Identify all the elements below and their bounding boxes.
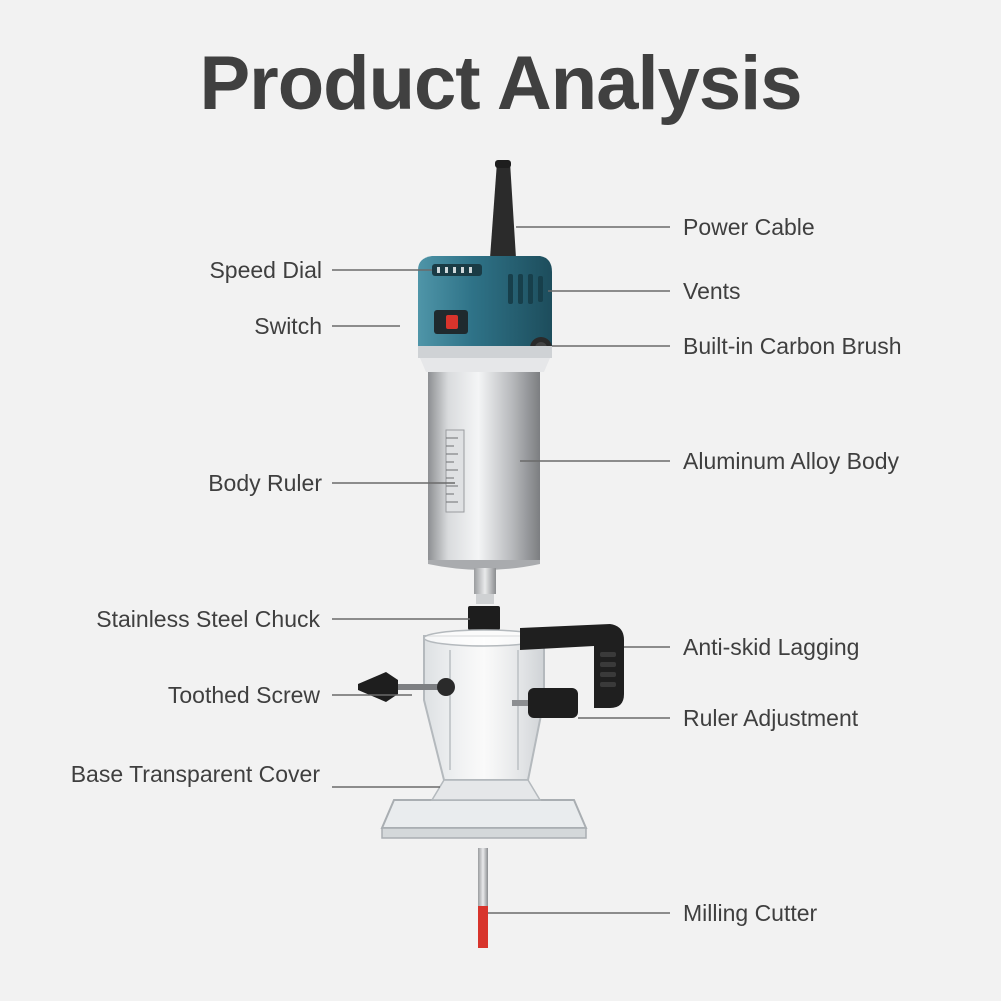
label-aluminum-alloy-body: Aluminum Alloy Body	[683, 448, 900, 474]
page-title: Product Analysis	[199, 41, 802, 126]
label-toothed-screw: Toothed Screw	[167, 682, 320, 708]
label-anti-skid-lagging: Anti-skid Lagging	[683, 634, 860, 660]
chuck	[468, 606, 500, 630]
milling-cutter-shank	[478, 848, 488, 908]
label-base-transparent-cover: Base Transparent Cover	[70, 761, 320, 787]
power-cable	[490, 162, 516, 258]
toothed-screw	[358, 672, 398, 702]
body-ruler	[445, 429, 465, 513]
vents	[508, 274, 543, 304]
milling-cutter-tip	[478, 906, 488, 948]
label-ruler-adjustment: Ruler Adjustment	[683, 705, 859, 731]
label-body-ruler: Body Ruler	[208, 470, 322, 496]
label-milling-cutter: Milling Cutter	[683, 900, 818, 926]
base-transparent-cover	[423, 635, 545, 781]
label-built-in-carbon-brush: Built-in Carbon Brush	[683, 333, 902, 359]
label-stainless-steel-chuck: Stainless Steel Chuck	[96, 606, 320, 632]
aluminum-body	[428, 372, 540, 564]
cable-cap	[495, 160, 511, 168]
label-vents: Vents	[683, 278, 741, 304]
anti-skid-lagging	[520, 624, 624, 708]
ruler-adjustment-knob	[528, 688, 578, 718]
label-power-cable: Power Cable	[683, 214, 815, 240]
leader-lines	[332, 226, 670, 914]
label-switch: Switch	[254, 313, 322, 339]
label-speed-dial: Speed Dial	[209, 257, 322, 283]
